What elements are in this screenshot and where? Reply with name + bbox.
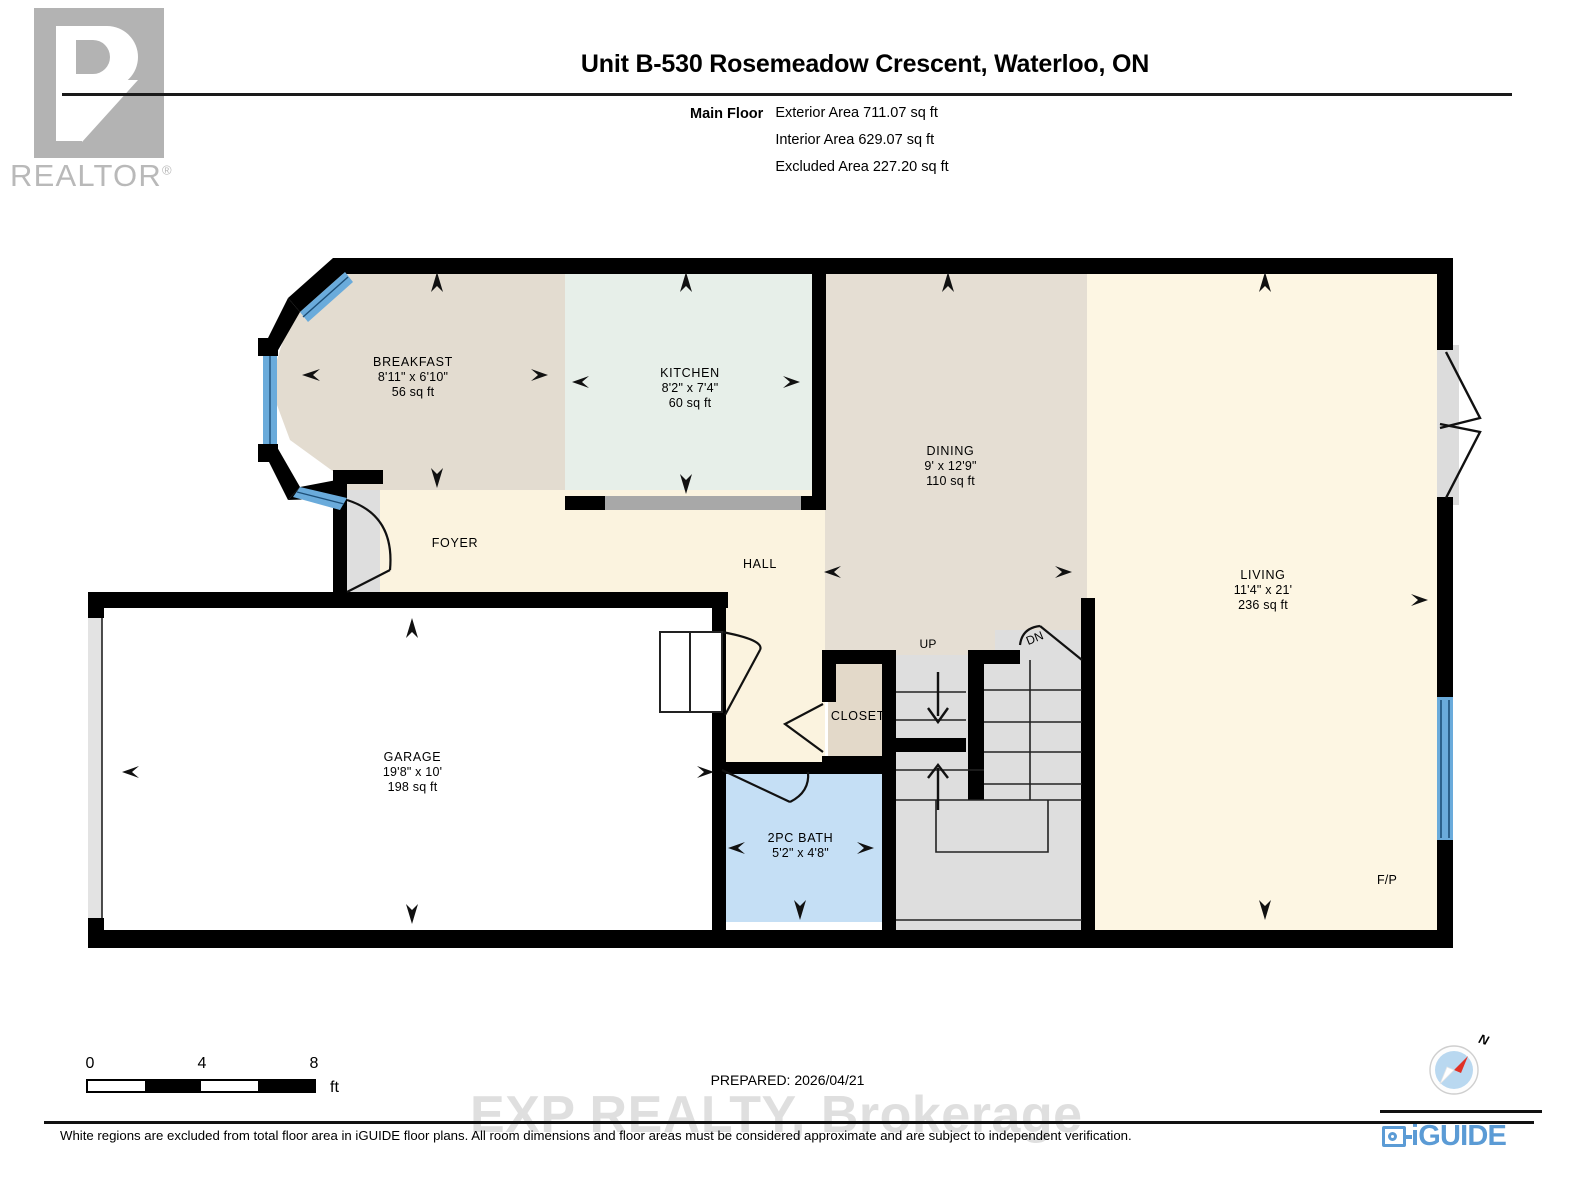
interior-area: Interior Area 629.07 sq ft — [775, 132, 935, 148]
excluded-area: Excluded Area 227.20 sq ft — [775, 159, 949, 175]
bay-window-group — [263, 272, 353, 510]
iguide-logo: iGUIDE — [1382, 1120, 1507, 1152]
scale-seg-4 — [257, 1081, 314, 1091]
dimension-arrows — [122, 272, 1428, 924]
wall-bay-corner-b — [258, 444, 278, 462]
up-arrow-icon — [927, 672, 949, 725]
room-fill-hall — [380, 490, 825, 770]
wall-stair-left — [882, 650, 896, 940]
wall-garage-top — [88, 592, 728, 608]
wall-dining-living-b — [1081, 662, 1095, 940]
realtor-registered-icon: ® — [161, 162, 173, 178]
window-living-right — [1437, 697, 1453, 840]
prepared-date: PREPARED: 2026/04/21 — [710, 1072, 865, 1088]
door-bath — [721, 769, 810, 803]
area-lines: Exterior Area 711.07 sq ft Interior Area… — [775, 105, 948, 186]
wall-top — [333, 258, 1449, 274]
room-fill-hall-2 — [718, 600, 825, 770]
room-fill-garage — [95, 600, 720, 940]
compass-icon: N — [1424, 1031, 1490, 1098]
wall-right-mid — [1437, 497, 1453, 697]
wall-stair-mid — [888, 738, 966, 752]
wall-kitchen-right — [812, 262, 826, 438]
scale-seg-2 — [144, 1081, 201, 1091]
realtor-logo-bowl-inner — [76, 40, 110, 74]
scale-bar-graphic — [86, 1079, 316, 1093]
scale-tick-0: 0 — [85, 1055, 95, 1072]
wall-stair-center — [968, 650, 984, 800]
compass-north-label: N — [1476, 1030, 1491, 1049]
room-fill-closet — [828, 660, 888, 760]
wall-kitchen-bottom — [565, 496, 605, 510]
wall-garage-left-b — [88, 918, 104, 940]
garage-side-strip — [88, 612, 102, 930]
wall-closet-left — [822, 650, 836, 702]
wall-kitchen-bottom-r — [801, 496, 826, 510]
realtor-wordmark: REALTOR® — [10, 158, 200, 194]
wall-kitchen-right-b — [812, 438, 826, 504]
room-fill-bath — [718, 770, 883, 922]
scale-bar: 0 4 8 ft — [78, 1055, 358, 1115]
realtor-logo-leg — [82, 80, 138, 142]
bath-top-wall — [718, 762, 888, 774]
stairs-fill — [888, 655, 1088, 940]
wall-right-lower — [1437, 840, 1453, 940]
floor-plan-drawing — [88, 258, 1482, 948]
door-stair-dn — [1018, 624, 1083, 661]
page-title: Unit B-530 Rosemeadow Crescent, Waterloo… — [580, 50, 1150, 78]
room-fill-breakfast — [277, 262, 565, 490]
disclaimer-text: White regions are excluded from total fl… — [60, 1128, 1132, 1143]
wall-bay-seg1 — [288, 258, 345, 312]
room-fill-living — [1087, 262, 1437, 932]
floor-name: Main Floor — [690, 106, 764, 122]
door-foyer-entry — [346, 498, 392, 593]
exterior-area: Exterior Area 711.07 sq ft — [775, 105, 938, 121]
wall-bay-corner-a — [258, 338, 278, 356]
door-garage-hall — [721, 630, 762, 716]
door-closet — [782, 703, 824, 753]
scale-tick-1: 4 — [197, 1055, 207, 1072]
realtor-wordmark-text: REALTOR — [10, 158, 162, 193]
door-living-french — [1439, 351, 1482, 499]
iguide-camera-icon — [1382, 1126, 1412, 1147]
stair-treads — [896, 660, 1082, 921]
wall-closet-top — [822, 650, 894, 664]
kitchen-counter — [605, 496, 801, 510]
wall-right-upper — [1437, 258, 1453, 350]
wall-hall-left-b — [712, 770, 726, 930]
scale-unit: ft — [330, 1079, 339, 1096]
iguide-wordmark: iGUIDE — [1411, 1120, 1507, 1152]
wall-stair-top-r — [968, 650, 1020, 664]
wall-bottom — [88, 930, 1453, 948]
iguide-divider — [1380, 1110, 1542, 1113]
realtor-logo: REALTOR® — [10, 8, 190, 198]
room-fill-kitchen — [565, 262, 815, 502]
scale-ticks: 0 4 8 — [78, 1055, 358, 1077]
dn-arrow-icon — [927, 763, 949, 810]
title-divider — [62, 93, 1512, 96]
wall-dining-living — [1081, 598, 1095, 662]
area-summary: Main Floor Exterior Area 711.07 sq ft In… — [690, 105, 949, 186]
scale-tick-2: 8 — [309, 1055, 319, 1072]
footer-divider — [44, 1121, 1534, 1124]
